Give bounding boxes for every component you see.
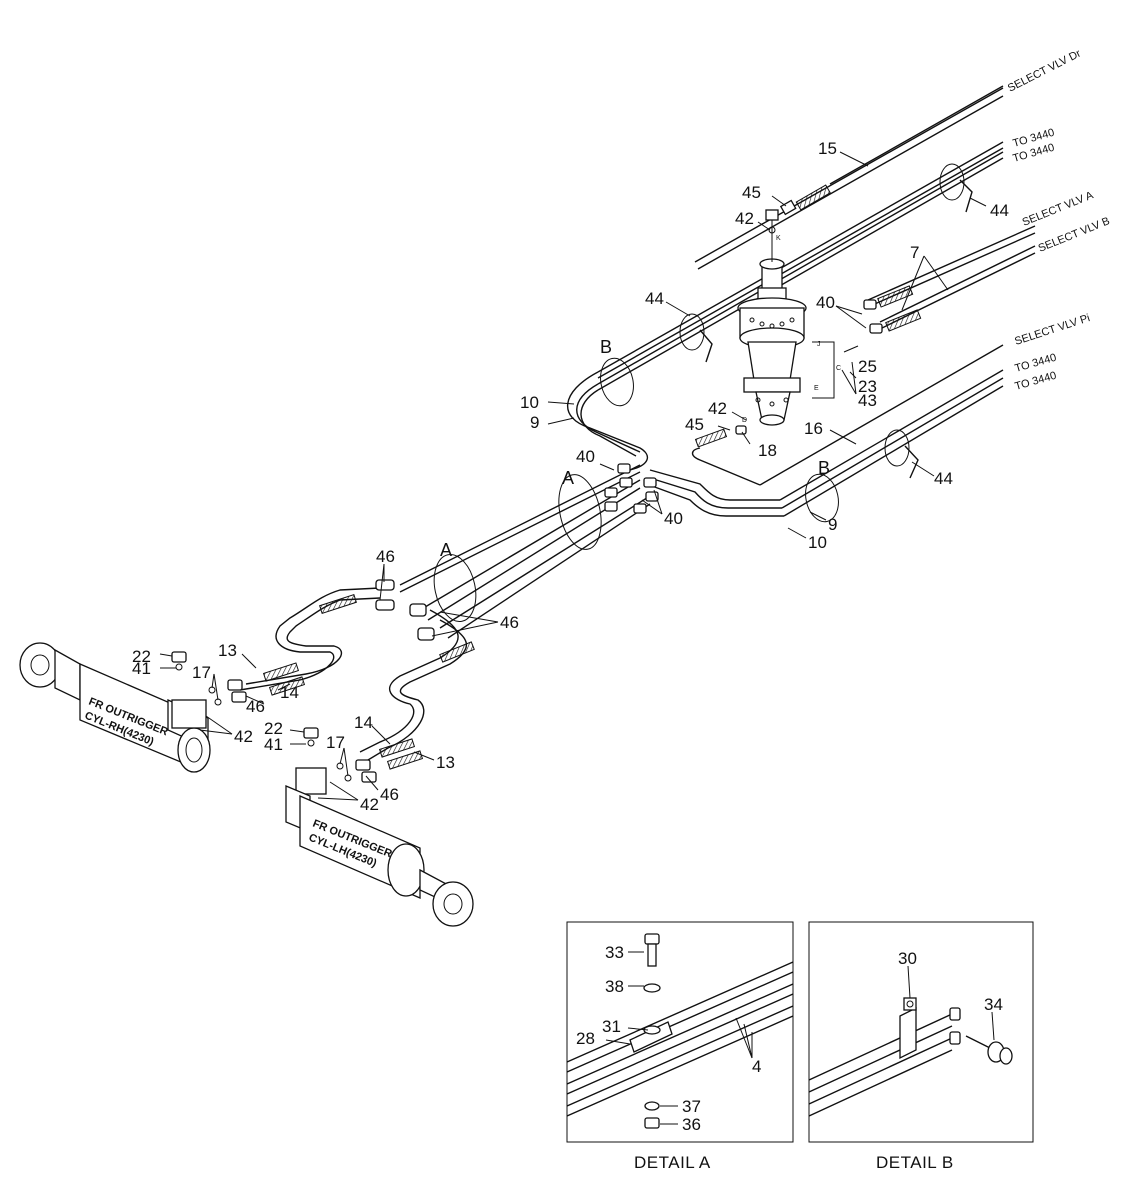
section-label-a: A <box>562 468 574 488</box>
callout-23: 23 <box>858 377 877 396</box>
callout-28: 28 <box>576 1029 595 1048</box>
callout-40: 40 <box>576 447 595 466</box>
clamp-44-top <box>939 163 973 213</box>
callout-41: 41 <box>132 659 151 678</box>
section-a-ellipse-lower <box>433 553 477 623</box>
clamp-44-lower <box>884 429 919 479</box>
port-letter-k: K <box>776 235 781 242</box>
section-label-a: A <box>440 540 452 560</box>
callout-46: 46 <box>376 547 395 566</box>
section-label-b: B <box>600 337 612 357</box>
callout-38: 38 <box>605 977 624 996</box>
callout-9: 9 <box>530 413 539 432</box>
callout-41: 41 <box>264 735 283 754</box>
callout-46: 46 <box>380 785 399 804</box>
callout-44: 44 <box>990 201 1009 220</box>
callout-13: 13 <box>436 753 455 772</box>
section-b-ellipse-lower <box>805 473 839 523</box>
callout-14: 14 <box>354 713 373 732</box>
callout-42: 42 <box>360 795 379 814</box>
callout-7: 7 <box>910 243 919 262</box>
callout-10: 10 <box>808 533 827 552</box>
callout-37: 37 <box>682 1097 701 1116</box>
callout-43: 43 <box>858 391 877 410</box>
clamp-44-upper <box>679 313 713 363</box>
callout-33: 33 <box>605 943 624 962</box>
callout-10: 10 <box>520 393 539 412</box>
callout-46: 46 <box>500 613 519 632</box>
callout-16: 16 <box>804 419 823 438</box>
callout-22: 22 <box>264 719 283 738</box>
callout-numbers: 15 45 42 44 7 40 25 23 43 44 10 9 42 45 … <box>132 139 1009 814</box>
callout-9: 9 <box>828 515 837 534</box>
routing-label-select-vlv-dr: SELECT VLV Dr <box>1006 47 1083 94</box>
callout-42: 42 <box>735 209 754 228</box>
fr-outrigger-cylinder-lh <box>285 767 474 927</box>
callout-44: 44 <box>645 289 664 308</box>
callout-17: 17 <box>326 733 345 752</box>
port-letter-e: E <box>814 385 819 392</box>
callout-42: 42 <box>708 399 727 418</box>
callout-45: 45 <box>742 183 761 202</box>
routing-label-select-vlv-b: SELECT VLV B <box>1037 215 1112 255</box>
detail-a-panel: 33 38 31 28 4 37 36 DETAIL A <box>566 921 794 1172</box>
callout-4: 4 <box>752 1057 761 1076</box>
callout-13: 13 <box>218 641 237 660</box>
swivel-joint <box>737 209 835 426</box>
lower-right-tube-bundle <box>649 344 1004 517</box>
callout-31: 31 <box>602 1017 621 1036</box>
port-letter-d: D <box>742 417 747 424</box>
callout-44: 44 <box>934 469 953 488</box>
callout-42: 42 <box>234 727 253 746</box>
callout-25: 25 <box>858 357 877 376</box>
routing-label-select-vlv-pi: SELECT VLV Pi <box>1013 312 1091 348</box>
upper-tube-bundle <box>566 85 1036 471</box>
routing-label-select-vlv-a: SELECT VLV A <box>1021 189 1096 229</box>
callout-22: 22 <box>132 647 151 666</box>
callout-45: 45 <box>685 415 704 434</box>
callout-40: 40 <box>664 509 683 528</box>
cylinder-port-fittings <box>171 651 352 782</box>
callout-14: 14 <box>280 683 299 702</box>
detail-a-caption: DETAIL A <box>634 1153 711 1172</box>
detail-b-caption: DETAIL B <box>876 1153 954 1172</box>
callout-30: 30 <box>898 949 917 968</box>
callout-18: 18 <box>758 441 777 460</box>
callout-15: 15 <box>818 139 837 158</box>
port-letter-j: J <box>817 341 821 348</box>
section-a-ellipse <box>558 474 602 550</box>
port-letter-c: C <box>836 365 841 372</box>
rh-cylinder-hoses <box>227 579 395 703</box>
section-b-ellipse <box>600 357 634 407</box>
section-label-b: B <box>818 458 830 478</box>
callout-46: 46 <box>246 697 265 716</box>
callout-36: 36 <box>682 1115 701 1134</box>
leader-lines <box>159 151 987 801</box>
callout-34: 34 <box>984 995 1003 1014</box>
detail-b-panel: 30 34 DETAIL B <box>808 921 1034 1172</box>
callout-40: 40 <box>816 293 835 312</box>
bundle-end-fittings <box>604 425 747 514</box>
callout-17: 17 <box>192 663 211 682</box>
lh-cylinder-hoses <box>355 603 475 783</box>
fr-outrigger-cylinder-rh <box>19 642 211 773</box>
